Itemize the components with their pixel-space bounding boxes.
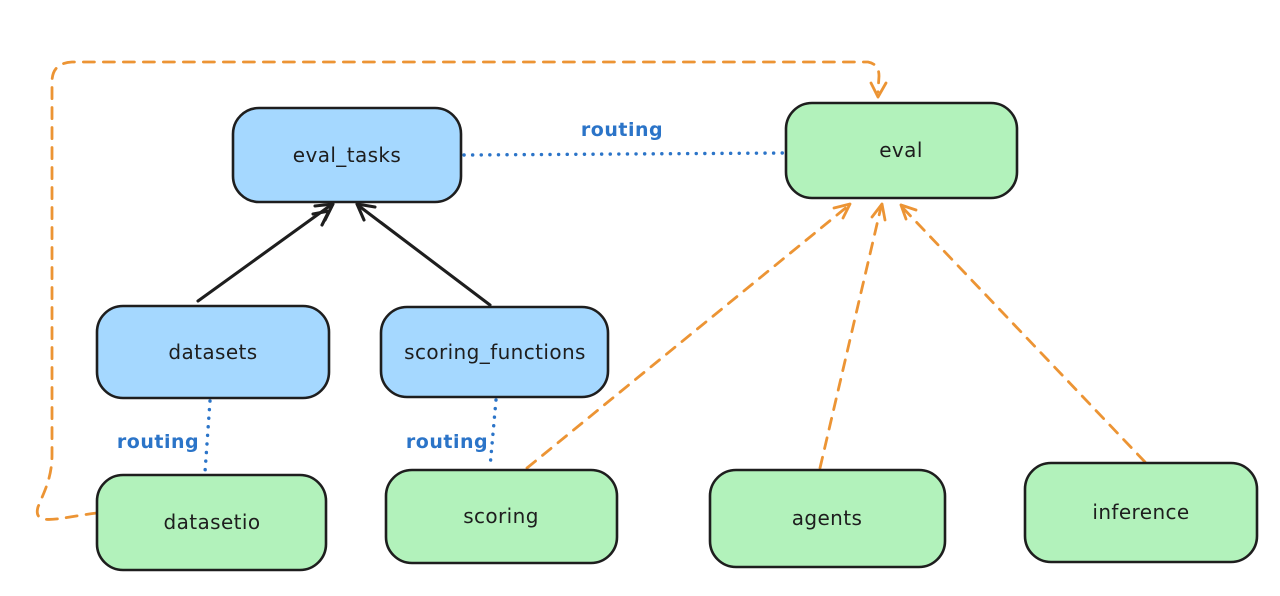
node-datasetio-box [95, 473, 328, 572]
edge-scoring-functions-to-scoring [488, 398, 498, 469]
edge-datasets-to-datasetio [203, 399, 212, 474]
node-scoring-functions: scoring_functions [379, 305, 610, 399]
edge-eval-tasks-to-eval [462, 151, 785, 157]
node-datasetio: datasetio [95, 473, 328, 572]
edge-datasetio-to-eval [35, 60, 888, 521]
node-datasetio-label: datasetio [163, 510, 260, 534]
node-inference: inference [1023, 461, 1259, 564]
edge-scoring-to-eval [525, 202, 852, 470]
node-eval: eval [784, 101, 1019, 200]
node-datasets: datasets [95, 304, 331, 400]
node-scoring-functions-label: scoring_functions [404, 340, 586, 364]
node-inference-label: inference [1092, 500, 1189, 524]
node-inference-box [1023, 461, 1259, 564]
node-eval-tasks-label: eval_tasks [293, 143, 401, 167]
routing-label-datasets-datasetio: routing [117, 431, 199, 453]
node-eval-tasks: eval_tasks [231, 106, 463, 204]
node-agents-box [708, 468, 947, 569]
node-scoring-functions-box [379, 305, 610, 399]
arrow-datasets-to-eval-tasks [196, 202, 335, 303]
node-eval-label: eval [879, 138, 923, 162]
edge-agents-to-eval [818, 202, 887, 470]
arrow-scoring-functions-to-eval-tasks [355, 202, 492, 307]
node-scoring-box [384, 468, 619, 565]
node-scoring-label: scoring [463, 504, 539, 528]
node-eval-box [784, 101, 1019, 200]
node-datasets-box [95, 304, 331, 400]
routing-label-scoring-functions-scoring: routing [406, 431, 488, 453]
node-scoring: scoring [384, 468, 619, 565]
edge-inference-to-eval [899, 203, 1147, 464]
node-datasets-label: datasets [168, 340, 257, 364]
node-eval-tasks-box [231, 106, 463, 204]
routing-label-eval-tasks-eval: routing [581, 119, 663, 141]
node-agents: agents [708, 468, 947, 569]
node-agents-label: agents [792, 506, 863, 530]
